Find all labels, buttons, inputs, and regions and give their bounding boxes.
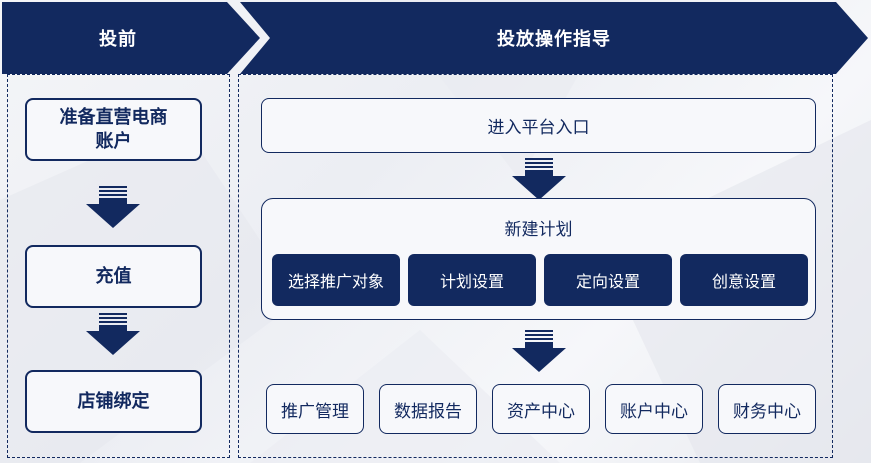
plan-step-creative-settings: 创意设置 [680,254,808,306]
step-enter-platform-label: 进入平台入口 [487,118,590,138]
down-arrow-icon [512,158,566,200]
plan-step-select-target: 选择推广对象 [272,254,400,306]
pre-phase-panel [7,74,230,458]
step-bind-store-label: 店铺绑定 [77,390,150,412]
phase-header-operation: 投放操作指导 [240,2,868,74]
step-recharge: 充值 [25,245,202,308]
phase-header-pre: 投前 [2,2,260,74]
operation-phase-panel [238,74,833,458]
plan-step-targeting-settings: 定向设置 [544,254,672,306]
step-enter-platform: 进入平台入口 [261,98,816,153]
plan-step-plan-settings: 计划设置 [408,254,536,306]
down-arrow-icon [86,186,140,228]
new-plan-title: 新建计划 [504,220,573,240]
step-bind-store: 店铺绑定 [25,370,202,433]
module-promotion-management: 推广管理 [266,384,364,434]
step-prepare-account: 准备直营电商 账户 [25,98,202,161]
new-plan-group: 新建计划 选择推广对象 计划设置 定向设置 创意设置 [261,198,816,320]
step-recharge-label: 充值 [95,265,132,287]
down-arrow-icon [86,313,140,355]
module-account-center: 账户中心 [605,384,703,434]
step-prepare-account-label: 准备直营电商 账户 [59,106,168,152]
down-arrow-icon [512,330,566,372]
module-asset-center: 资产中心 [492,384,590,434]
module-data-report: 数据报告 [379,384,477,434]
module-finance-center: 财务中心 [718,384,816,434]
